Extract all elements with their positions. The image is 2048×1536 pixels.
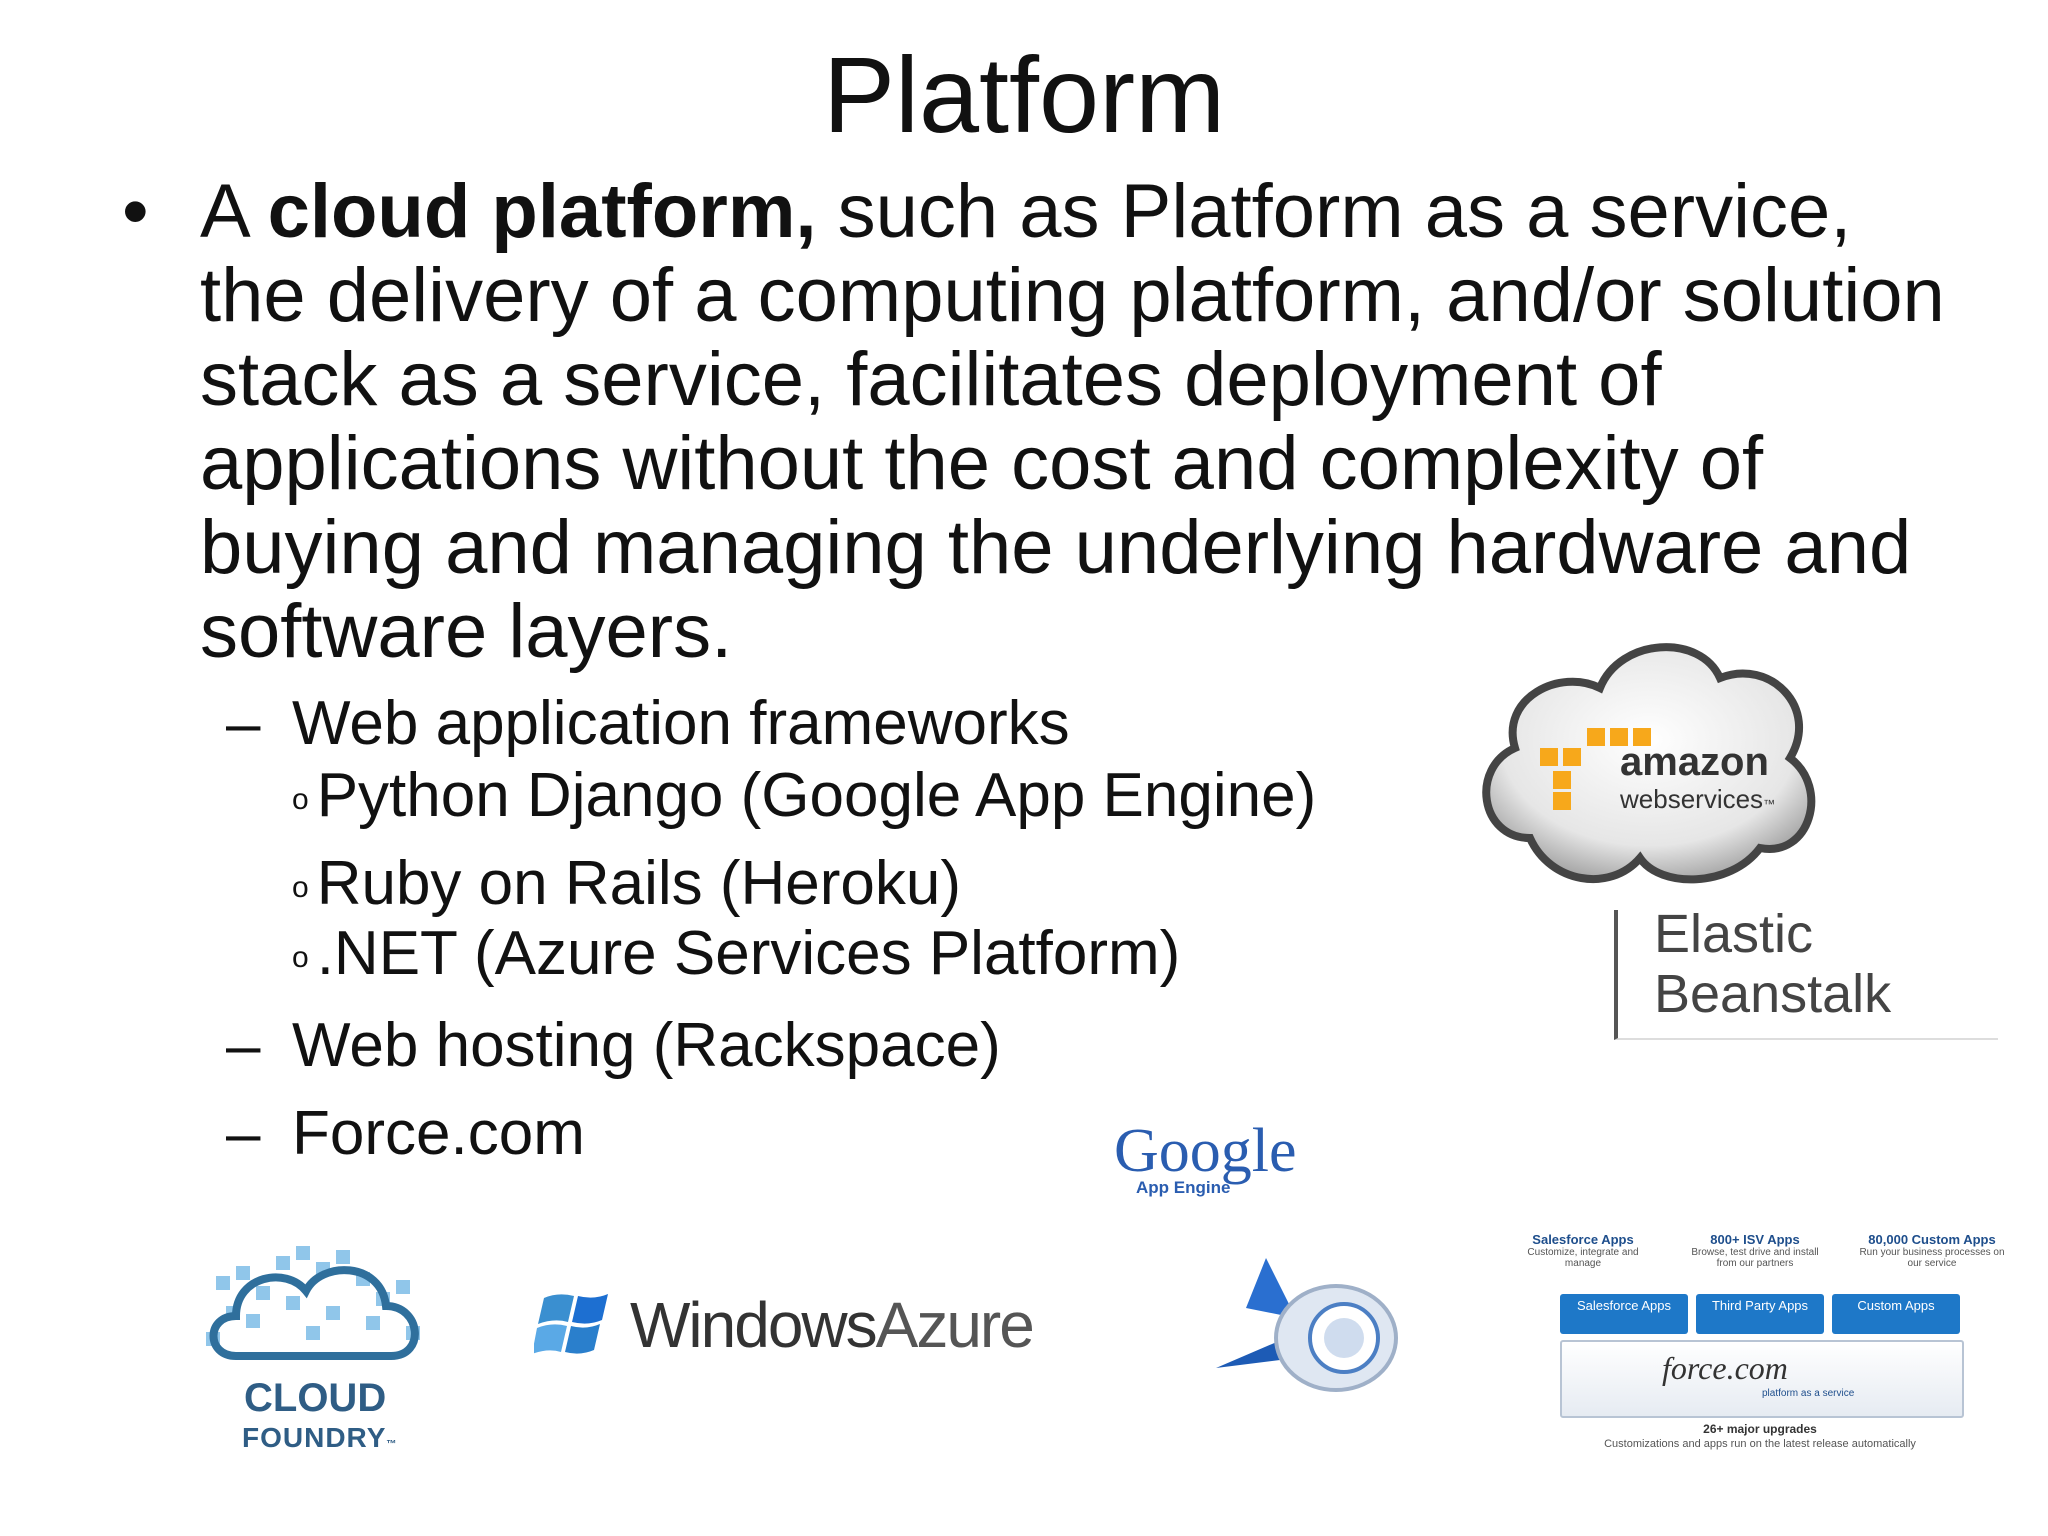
sub-item-force: Force.com	[292, 1099, 585, 1168]
elastic-beanstalk-logo: Elastic Beanstalk	[1614, 904, 1998, 1040]
force-footer-1: 26+ major upgrades	[1703, 1422, 1817, 1436]
bullet-rest: such as Platform as a service, the deliv…	[200, 169, 1945, 674]
amazon-sub-text: webservices	[1620, 784, 1764, 814]
azure-windows: Windows	[630, 1289, 878, 1361]
cloudfoundry-tm: ™	[386, 1439, 398, 1450]
force-box-salesforce: Salesforce Apps	[1560, 1294, 1688, 1334]
main-bullet-text: A cloud platform, such as Platform as a …	[200, 170, 1960, 674]
beanstalk-line2: Beanstalk	[1654, 964, 1892, 1024]
sub-item-web-frameworks: Web application frameworks	[292, 689, 1070, 758]
cloud-foundry-logo: CLOUD FOUNDRY™	[196, 1236, 436, 1466]
beanstalk-line1: Elastic	[1654, 904, 1814, 958]
google-app-engine-sub: App Engine	[1136, 1178, 1231, 1197]
force-platform-box: force.com platform as a service	[1560, 1340, 1964, 1418]
google-app-engine-logo: Google App Engine	[1114, 1118, 1334, 1198]
amazon-tm: ™	[1763, 797, 1776, 811]
jet-engine-icon	[1216, 1258, 1398, 1392]
google-wordmark: Google	[1114, 1117, 1297, 1185]
force-header-1: Salesforce Apps Customize, integrate and…	[1508, 1232, 1658, 1269]
force-platform-sub: platform as a service	[1762, 1388, 1855, 1399]
force-footer-2: Customizations and apps run on the lates…	[1604, 1438, 1916, 1450]
force-header-title: 800+ ISV Apps	[1710, 1232, 1800, 1247]
bullet-prefix: A	[200, 169, 268, 254]
force-header-desc: Run your business processes on our servi…	[1859, 1247, 2005, 1269]
windows-azure-logo: WindowsAzure	[534, 1280, 1074, 1380]
sub-dash-2: –	[226, 1011, 261, 1080]
framework-label: .NET (Azure Services Platform)	[316, 919, 1181, 988]
cloudfoundry-line2-text: FOUNDRY	[242, 1422, 387, 1453]
force-box-custom: Custom Apps	[1832, 1294, 1960, 1334]
framework-marker: o	[292, 782, 309, 816]
amazon-name: amazon	[1620, 740, 1769, 784]
cloudfoundry-line2: FOUNDRY™	[242, 1422, 397, 1454]
force-box-third-party: Third Party Apps	[1696, 1294, 1824, 1334]
azure-azure: Azure	[875, 1289, 1035, 1361]
framework-marker: o	[292, 870, 309, 904]
force-com-diagram: Salesforce Apps Customize, integrate and…	[1508, 1222, 2020, 1522]
framework-item-dotnet: o.NET (Azure Services Platform)	[292, 918, 1180, 994]
bullet-dot: •	[122, 169, 149, 254]
amazon-web-services-logo: amazon webservices™	[1470, 618, 1830, 898]
windows-flag-icon	[534, 1294, 608, 1354]
force-platform-name: force.com	[1662, 1350, 1788, 1386]
sub-item-web-hosting: Web hosting (Rackspace)	[292, 1011, 1001, 1080]
force-header-2: 800+ ISV Apps Browse, test drive and ins…	[1680, 1232, 1830, 1269]
cloudfoundry-line1: CLOUD	[244, 1376, 387, 1420]
azure-wordmark: WindowsAzure	[630, 1288, 1035, 1362]
framework-label: Python Django (Google App Engine)	[316, 761, 1317, 830]
app-engine-icon	[1216, 1248, 1416, 1398]
slide-title: Platform	[822, 34, 1226, 155]
sub-dash-3: –	[226, 1099, 261, 1168]
force-header-desc: Browse, test drive and install from our …	[1691, 1247, 1819, 1269]
cloud-foundry-icon	[206, 1246, 420, 1360]
force-header-title: Salesforce Apps	[1532, 1232, 1634, 1247]
aws-cloud-icon	[1482, 643, 1816, 884]
framework-marker: o	[292, 940, 309, 974]
force-header-desc: Customize, integrate and manage	[1527, 1247, 1639, 1269]
bullet-bold: cloud platform,	[267, 169, 817, 254]
force-header-3: 80,000 Custom Apps Run your business pro…	[1852, 1232, 2012, 1269]
amazon-sub: webservices™	[1620, 784, 1775, 815]
sub-dash-1: –	[226, 689, 261, 758]
force-header-title: 80,000 Custom Apps	[1868, 1232, 1996, 1247]
framework-label: Ruby on Rails (Heroku)	[316, 849, 962, 918]
